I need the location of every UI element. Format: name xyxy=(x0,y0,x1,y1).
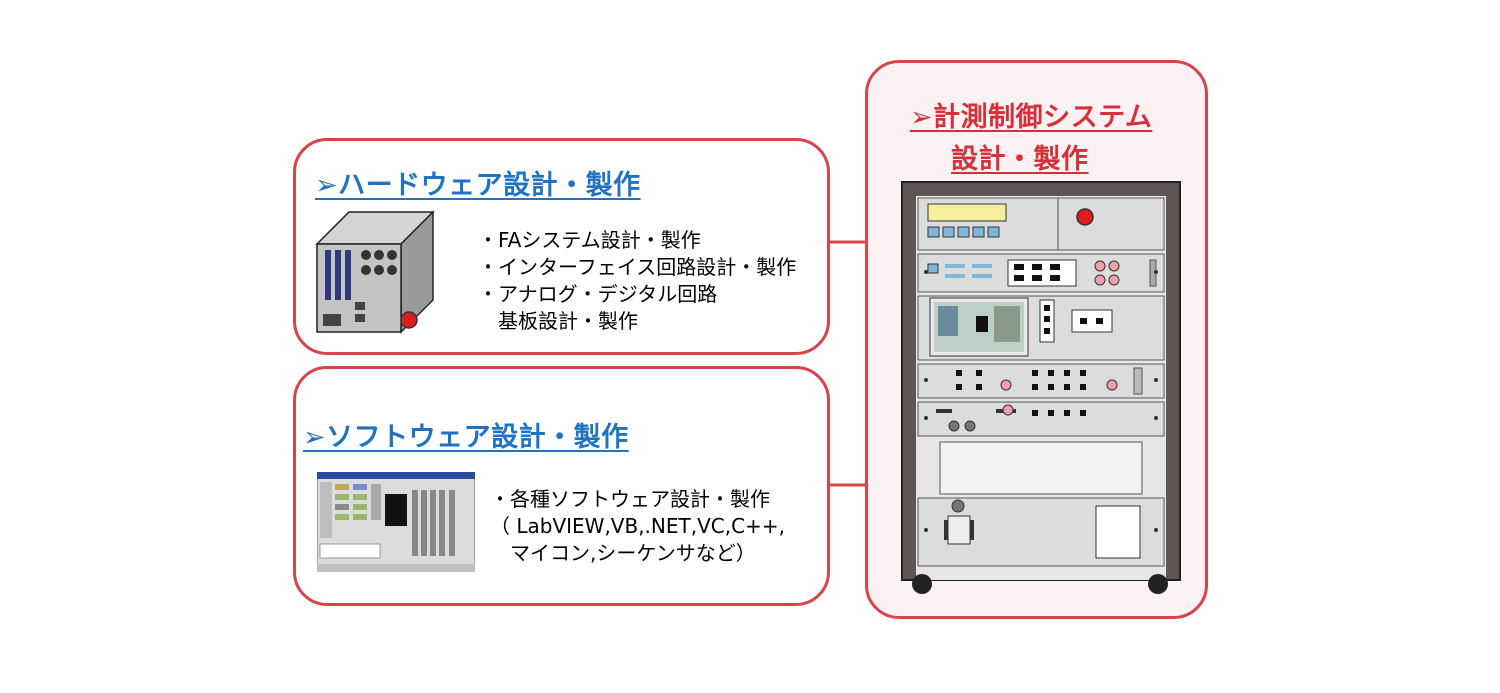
software-feature-1: ・各種ソフトウェア設計・製作 xyxy=(490,487,770,511)
hardware-features: ・FAシステム設計・製作 ・インターフェイス回路設計・製作 ・アナログ・デジタル… xyxy=(478,227,796,335)
hardware-feature-2: ・インターフェイス回路設計・製作 xyxy=(478,255,797,279)
software-features: ・各種ソフトウェア設計・製作 （ LabVIEW,VB,.NET,VC,C++,… xyxy=(490,486,785,567)
software-title: ➢ソフトウェア設計・製作 xyxy=(303,422,629,453)
software-screenshot-icon xyxy=(317,472,475,572)
hardware-title: ➢ハードウェア設計・製作 xyxy=(315,170,641,201)
hardware-feature-1: ・FAシステム設計・製作 xyxy=(478,228,701,252)
software-feature-2: （ LabVIEW,VB,.NET,VC,C++, xyxy=(490,514,785,538)
hardware-feature-4: 基板設計・製作 xyxy=(478,309,638,333)
system-title-line1: ➢計測制御システム xyxy=(910,102,1153,133)
hardware-device-icon xyxy=(315,210,435,334)
hardware-power-button-icon xyxy=(400,311,418,329)
system-title-line2: 設計・製作 xyxy=(951,144,1089,175)
hardware-feature-3: ・アナログ・デジタル回路 xyxy=(478,282,718,306)
software-feature-3: マイコン,シーケンサなど） xyxy=(490,541,756,565)
measurement-rack-icon xyxy=(901,181,1181,594)
